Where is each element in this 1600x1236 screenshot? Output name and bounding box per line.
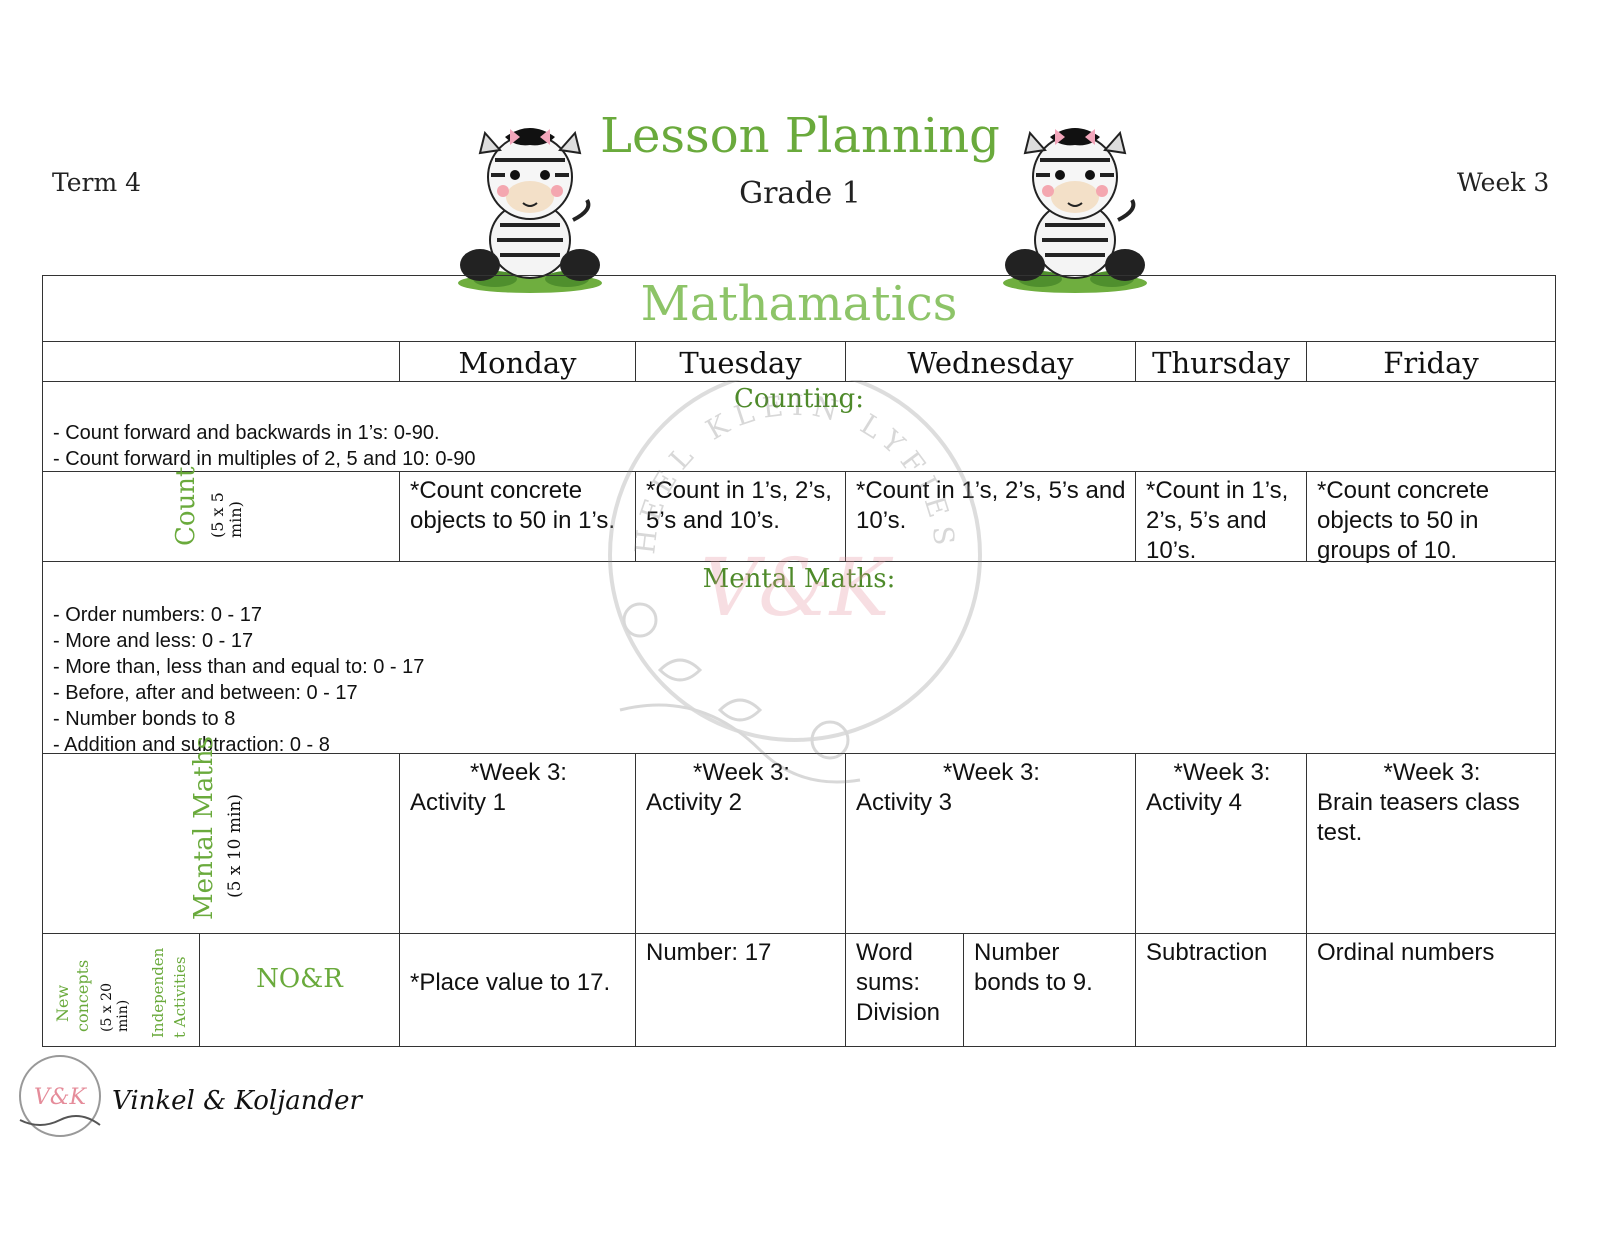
day-header-row: Monday Tuesday Wednesday Thursday Friday (43, 342, 1555, 382)
list-item: - Order numbers: 0 - 17 (53, 604, 262, 626)
zebra-illustration-right (1003, 128, 1147, 293)
concepts-label-cell: New concepts (5 x 20 min) Independen t A… (43, 934, 199, 1046)
day-header-friday: Friday (1306, 342, 1555, 381)
list-item: - Addition and subtraction: 0 - 8 (53, 734, 330, 756)
concept-thursday: Subtraction (1135, 934, 1306, 1046)
subject-title: Mathamatics (640, 276, 958, 332)
mental-items: - Order numbers: 0 - 17 - More and less:… (53, 602, 424, 758)
concepts-duration: (5 x 20 min) (99, 983, 131, 1032)
count-activity-thursday: *Count in 1’s, 2’s, 5’s and 10’s. (1135, 472, 1306, 564)
count-duration: (5 x 5 min) (208, 492, 245, 538)
mental-label-cell: Mental Maths (5 x 10 min) (43, 736, 399, 933)
strand-label: NO&R (199, 934, 399, 1046)
count-activities-row: Count (5 x 5 min) *Count concrete object… (43, 467, 1555, 564)
concept-friday: Ordinal numbers (1306, 934, 1555, 1046)
count-activity-monday: *Count concrete objects to 50 in 1’s. (399, 472, 635, 561)
count-activity-tuesday: *Count in 1’s, 2’s, 5’s and 10’s. (635, 472, 845, 561)
header-blank-cell (43, 342, 399, 381)
lesson-plan-table: Mathamatics Monday Tuesday Wednesday Thu… (42, 275, 1556, 1047)
list-item: - Count forward and backwards in 1’s: 0-… (53, 422, 440, 444)
subject-row: Mathamatics (43, 276, 1555, 342)
concepts-label-new: New (53, 984, 72, 1022)
term-label: Term 4 (52, 168, 142, 197)
list-item: - Before, after and between: 0 - 17 (53, 682, 358, 704)
count-activity-friday: *Count concrete objects to 50 in groups … (1306, 472, 1555, 564)
mental-title: Mental Maths: (702, 564, 896, 594)
mental-activity-monday: *Week 3: Activity 1 (399, 754, 635, 933)
day-header-thursday: Thursday (1135, 342, 1306, 381)
list-item: - Number bonds to 8 (53, 708, 236, 730)
count-activity-wednesday: *Count in 1’s, 2’s, 5’s and 10’s. (845, 472, 1135, 561)
concept-wednesday-b: Number bonds to 9. (963, 934, 1135, 1046)
counting-items: - Count forward and backwards in 1’s: 0-… (53, 420, 475, 472)
mental-activity-friday: *Week 3: Brain teasers class test. (1306, 754, 1555, 933)
list-item: - More and less: 0 - 17 (53, 630, 254, 652)
counting-title: Counting: (734, 384, 864, 414)
mental-activity-wednesday: *Week 3: Activity 3 (845, 754, 1135, 933)
new-concepts-row: New concepts (5 x 20 min) Independen t A… (43, 934, 1555, 1046)
mental-duration: (5 x 10 min) (225, 793, 245, 898)
concept-tuesday: Number: 17 (635, 934, 845, 1046)
brand-logo-initials: V&K (34, 1085, 87, 1110)
brand-name: Vinkel & Koljander (112, 1086, 362, 1116)
grade-label: Grade 1 (739, 176, 861, 211)
concept-wednesday-a: Word sums: Division (845, 934, 963, 1046)
count-label: Count (171, 466, 201, 547)
concepts-label-concepts: concepts (73, 959, 92, 1032)
mental-overview-row: Mental Maths: - Order numbers: 0 - 17 - … (43, 562, 1555, 756)
week-label: Week 3 (1457, 168, 1550, 197)
mental-activities-row: Mental Maths (5 x 10 min) *Week 3: Activ… (43, 736, 1555, 934)
mental-activity-tuesday: *Week 3: Activity 2 (635, 754, 845, 933)
day-header-tuesday: Tuesday (635, 342, 845, 381)
day-header-wednesday: Wednesday (845, 342, 1135, 381)
mental-label: Mental Maths (189, 736, 219, 920)
brand-logo: V&K (19, 1055, 101, 1137)
list-item: - More than, less than and equal to: 0 -… (53, 656, 425, 678)
independent-label-line1: Independen (149, 947, 167, 1038)
day-header-monday: Monday (399, 342, 635, 381)
mental-activity-thursday: *Week 3: Activity 4 (1135, 754, 1306, 933)
count-label-cell: Count (5 x 5 min) (43, 467, 399, 561)
independent-label-line2: t Activities (171, 956, 189, 1038)
counting-overview-row: Counting: - Count forward and backwards … (43, 382, 1555, 472)
page-title: Lesson Planning (600, 108, 1000, 164)
list-item: - Count forward in multiples of 2, 5 and… (53, 448, 476, 470)
zebra-illustration-left (458, 128, 602, 293)
concept-monday: *Place value to 17. (399, 934, 635, 1046)
